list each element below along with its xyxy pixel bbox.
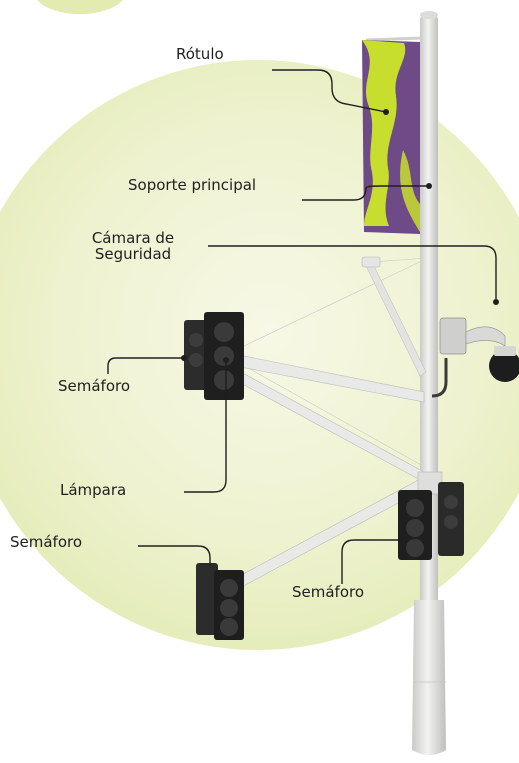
label-camara-de-seguridad: Cámara de Seguridad — [62, 230, 204, 262]
leader-semaforo-bottom-right — [341, 539, 404, 584]
banner — [362, 36, 423, 234]
label-camara-line1: Cámara de — [91, 229, 175, 247]
label-semaforo-bottom-right: Semáforo — [292, 583, 365, 601]
leader-lines — [107, 69, 497, 584]
leader-semaforo-left — [107, 357, 184, 374]
leader-camara — [208, 245, 497, 300]
traffic-light-bottom-left — [196, 563, 244, 640]
label-soporte-principal: Soporte principal — [128, 176, 257, 194]
traffic-light-right — [398, 482, 464, 560]
label-rotulo: Rótulo — [176, 45, 224, 63]
label-semaforo-left: Semáforo — [58, 377, 131, 395]
traffic-light-upper-left — [184, 312, 244, 400]
leader-lampara — [184, 360, 227, 493]
leader-dots — [181, 109, 499, 543]
leader-soporte — [302, 185, 429, 201]
label-lampara: Lámpara — [60, 481, 127, 499]
leader-semaforo-bottom-left — [138, 545, 211, 566]
label-semaforo-bottom-left: Semáforo — [10, 533, 83, 551]
top-left-blob — [37, 0, 123, 14]
label-camara-line2: Seguridad — [94, 245, 172, 263]
leader-rotulo — [272, 69, 387, 113]
security-camera — [431, 317, 519, 398]
background-blob — [0, 60, 519, 650]
